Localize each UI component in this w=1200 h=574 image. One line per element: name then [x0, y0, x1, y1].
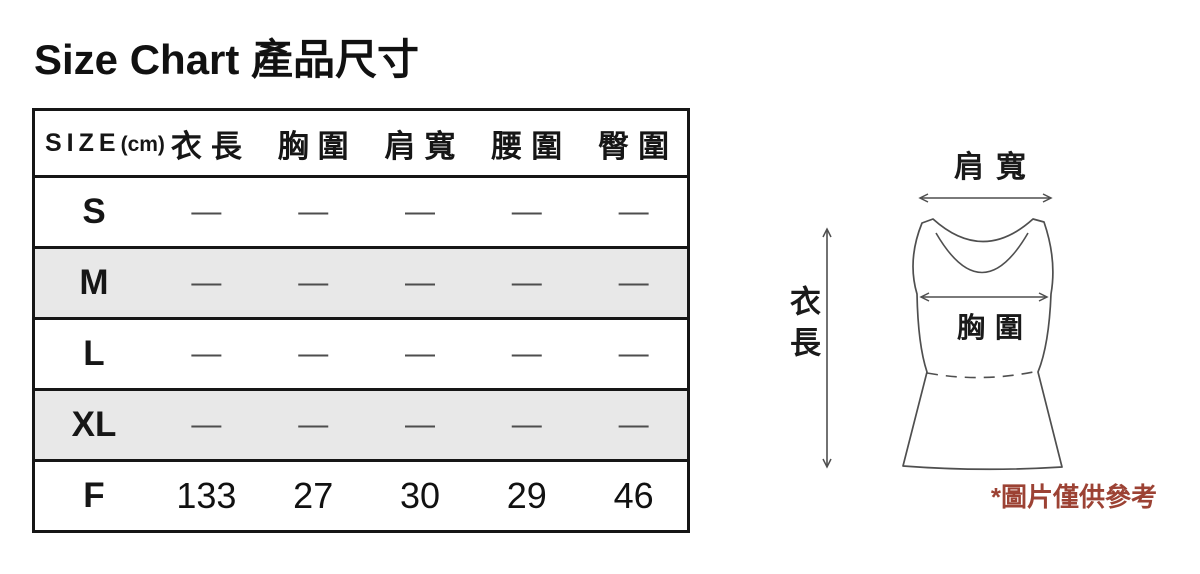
size-cell: F — [83, 476, 105, 515]
value-cell: — — [404, 266, 435, 299]
size-cell: S — [82, 192, 106, 231]
value-cell: — — [511, 337, 542, 370]
value-cell: — — [298, 337, 329, 370]
value-cell: — — [404, 337, 435, 370]
header-cell-size: SIZE(cm) — [35, 128, 165, 158]
size-unit-label: (cm) — [120, 132, 165, 156]
garment-diagram: 肩寬 衣長 胸圍 *圖片僅供參考 — [770, 130, 1200, 540]
page-title: Size Chart 產品尺寸 — [34, 36, 420, 83]
value-cell: — — [404, 195, 435, 228]
value-cell: 27 — [293, 475, 334, 516]
value-cell: — — [511, 195, 542, 228]
shoulder-width-label: 肩寬 — [954, 151, 1038, 184]
value-cell: — — [618, 337, 649, 370]
size-header-label: SIZE — [45, 128, 121, 157]
value-cell: — — [618, 266, 649, 299]
value-cell: 133 — [176, 475, 237, 516]
header-cell-hip: 臀圍 — [598, 128, 679, 164]
value-cell: — — [618, 195, 649, 228]
header-cell-waist: 腰圍 — [491, 128, 572, 164]
table-row-xl: XL — — — — — — [35, 388, 687, 459]
waist-dashed-line — [926, 370, 1039, 379]
garment-illustration — [822, 193, 1063, 471]
size-table: SIZE(cm) 衣長 胸圍 肩寬 腰圍 臀圍 S — — — — — M — … — [32, 108, 690, 533]
value-cell: — — [298, 266, 329, 299]
value-cell: — — [404, 408, 435, 441]
value-cell: — — [191, 337, 222, 370]
header-cell-shoulder: 肩寬 — [384, 128, 465, 164]
table-row-f: F 133 27 30 29 46 — [35, 459, 687, 530]
disclaimer-note: *圖片僅供參考 — [990, 482, 1157, 512]
header-cell-chest: 胸圍 — [277, 128, 358, 164]
value-cell: 46 — [613, 475, 654, 516]
garment-length-label: 衣長 — [785, 285, 820, 367]
value-cell: — — [191, 266, 222, 299]
value-cell: — — [191, 408, 222, 441]
size-cell: M — [79, 263, 109, 302]
chest-label: 胸圍 — [956, 312, 1033, 343]
table-row-l: L — — — — — — [35, 317, 687, 388]
value-cell: 30 — [399, 475, 441, 516]
tank-top-outline — [902, 218, 1063, 471]
value-cell: — — [511, 266, 542, 299]
value-cell: — — [298, 408, 329, 441]
size-cell: L — [83, 334, 105, 373]
value-cell: — — [298, 195, 329, 228]
header-cell-length: 衣長 — [170, 128, 251, 164]
value-cell: — — [511, 408, 542, 441]
table-row-m: M — — — — — — [35, 246, 687, 317]
table-header-row: SIZE(cm) 衣長 胸圍 肩寬 腰圍 臀圍 — [35, 111, 687, 175]
size-cell: XL — [71, 405, 117, 444]
value-cell: — — [191, 195, 222, 228]
front-neckline — [935, 232, 1029, 274]
value-cell: 29 — [506, 475, 547, 516]
table-row-s: S — — — — — — [35, 175, 687, 246]
value-cell: — — [618, 408, 649, 441]
